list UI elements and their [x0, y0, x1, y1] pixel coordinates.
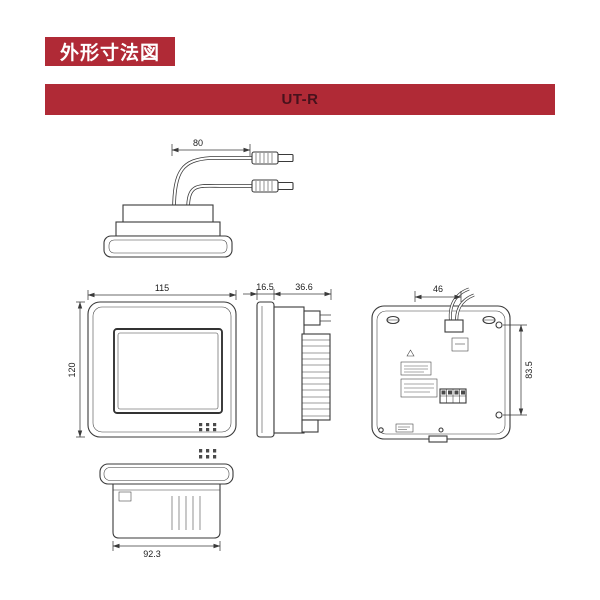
device-side-profile: [103, 204, 233, 258]
dim-bottom-width: 92.3: [143, 549, 161, 559]
mounting-hole-bottom: [495, 411, 503, 419]
certification-mark: [395, 423, 414, 433]
bottom-view: 92.3: [99, 449, 234, 559]
component-box: [451, 337, 469, 352]
dim-plate-depth: 16.5: [256, 282, 274, 292]
terminal-block: [439, 388, 467, 404]
terminal-cover-ribs: [301, 333, 331, 421]
side-view-with-leads: 80: [103, 138, 294, 258]
vent-grille-front: [199, 423, 217, 432]
mounting-hole-corner: [378, 427, 384, 433]
dim-back-hole-pitch: 83.5: [524, 361, 534, 379]
model-banner: UT-R: [45, 84, 555, 115]
lead-connector-bottom: [251, 179, 294, 193]
bottom-tab: [428, 435, 448, 443]
mounting-hole-center: [438, 427, 444, 433]
plug-protrusion: [303, 310, 331, 326]
dim-front-width: 115: [155, 283, 169, 293]
rating-label-large: [400, 378, 438, 398]
page-title: 外形寸法図: [45, 37, 176, 66]
dim-body-depth: 36.6: [295, 282, 313, 292]
vent-grille-bottom: [199, 449, 217, 459]
model-name: UT-R: [281, 91, 319, 108]
front-view: 115 120: [67, 283, 237, 438]
side-view: 16.5 36.6: [243, 282, 332, 438]
dim-front-height: 120: [67, 362, 77, 377]
recycle-mark-icon: [406, 349, 415, 357]
dim-lead-length: 80: [193, 138, 203, 148]
screw-slot-left: [386, 315, 400, 325]
lead-connector-top: [251, 151, 294, 165]
rating-label-small: [400, 361, 432, 376]
bottom-slots: [171, 496, 201, 530]
display-screen: [113, 328, 223, 414]
mounting-hole-top: [495, 321, 503, 329]
back-view: 46 83.5: [371, 284, 534, 443]
dim-back-top-width: 46: [433, 284, 443, 294]
screw-slot-right: [482, 315, 496, 325]
cable-anchor: [444, 319, 464, 333]
